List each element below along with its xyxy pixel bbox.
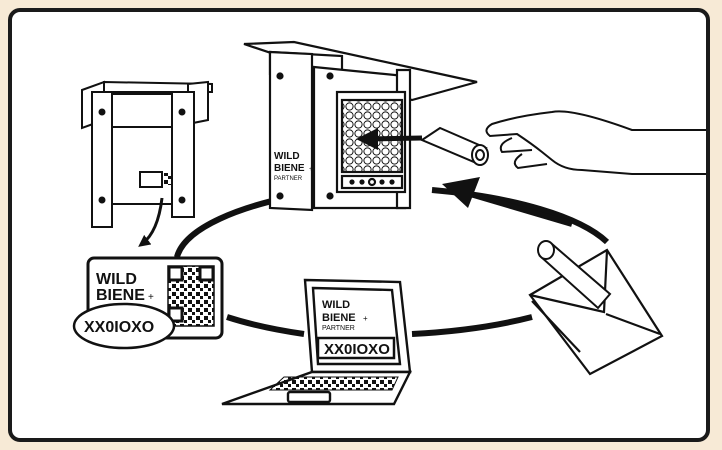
hotel-brand-plus: +	[309, 166, 313, 173]
hotel-brand-line1: WILD	[274, 151, 300, 162]
laptop-brand-plus: +	[363, 314, 368, 323]
bee-hotel-icon	[244, 42, 477, 210]
laptop-brand-line1: WILD	[322, 299, 350, 311]
envelope-icon	[530, 250, 662, 374]
label-brand-line1: WILD	[96, 271, 137, 288]
label-brand-plus: +	[148, 292, 154, 303]
laptop-brand-line3: PARTNER	[322, 325, 355, 332]
hand-icon	[486, 111, 710, 174]
illustration-frame: WILD BIENE + PARTNER WILD BIENE + PARTNE…	[8, 8, 710, 442]
process-diagram: WILD BIENE + PARTNER WILD BIENE + PARTNE…	[12, 12, 710, 442]
small-bee-hotel-icon	[82, 82, 212, 227]
label-brand-line2: BIENE	[96, 287, 145, 304]
hotel-brand-line3: PARTNER	[274, 176, 303, 182]
cocoon-tube-icon	[422, 128, 488, 165]
laptop-brand-line2: BIENE	[322, 312, 356, 324]
hotel-brand-line2: BIENE	[274, 163, 305, 174]
laptop-code-text: XX0IOXO	[324, 341, 390, 358]
label-code-text: XX0IOXO	[84, 319, 154, 336]
